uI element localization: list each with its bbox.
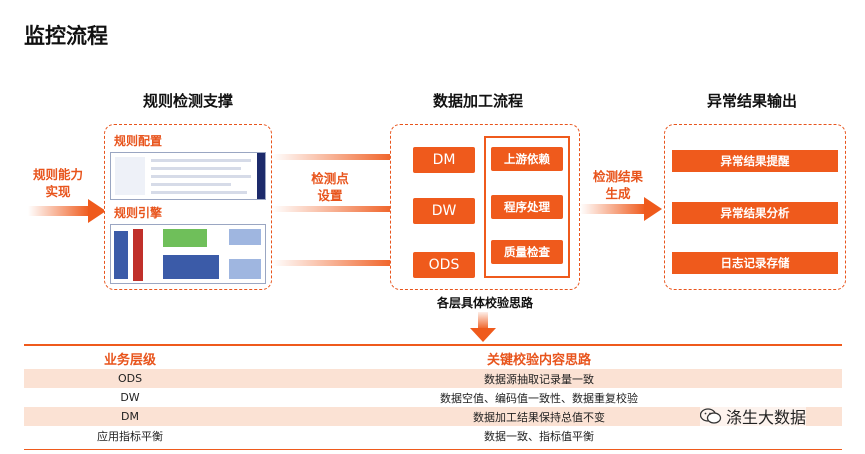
table-row: ODS 数据源抽取记录量一致	[24, 369, 842, 388]
layer-dw: DW	[413, 198, 475, 224]
header-key-check-content: 关键校验内容思路	[486, 352, 591, 368]
rule-engine-diagram	[110, 224, 266, 284]
anomaly-output-title: 异常结果输出	[706, 92, 797, 110]
rule-capability-label: 规则能力 实现	[32, 167, 83, 199]
output-log-storage: 日志记录存储	[672, 252, 838, 274]
arrow-to-output	[580, 197, 662, 221]
rule-config-label: 规则配置	[114, 134, 163, 148]
header-business-layer: 业务层级	[103, 352, 156, 368]
table-top-rule	[24, 344, 842, 346]
table-header-row: 业务层级 关键校验内容思路	[24, 347, 842, 369]
step-upstream-dependency: 上游依赖	[491, 147, 563, 171]
down-arrow	[470, 312, 496, 342]
table-row: DW 数据空值、编码值一致性、数据重复校验	[24, 388, 842, 407]
layer-ods: ODS	[413, 252, 475, 278]
layer-dm: DM	[413, 147, 475, 173]
wechat-icon	[700, 408, 722, 424]
output-analysis: 异常结果分析	[672, 202, 838, 224]
rule-config-screenshot	[110, 152, 266, 200]
table-row: DM 数据加工结果保持总值不变	[24, 407, 842, 426]
table-row: 应用指标平衡 数据一致、指标值平衡	[24, 426, 842, 445]
page-title: 监控流程	[24, 24, 108, 48]
data-flow-title: 数据加工流程	[432, 92, 523, 110]
layer-check-caption: 各层具体校验思路	[436, 296, 533, 310]
checkpoint-label: 检测点 设置	[311, 171, 349, 203]
table-bottom-rule	[24, 449, 842, 450]
watermark: 涤生大数据	[700, 404, 807, 428]
entry-arrow	[28, 199, 106, 223]
output-alert: 异常结果提醒	[672, 150, 838, 172]
step-quality-check: 质量检查	[491, 240, 563, 264]
check-rules-table: 业务层级 关键校验内容思路 ODS 数据源抽取记录量一致 DW 数据空值、编码值…	[24, 347, 842, 445]
step-program-processing: 程序处理	[491, 195, 563, 219]
rule-engine-label: 规则引擎	[114, 206, 163, 220]
rule-support-title: 规则检测支撑	[142, 92, 233, 110]
watermark-text: 涤生大数据	[726, 408, 807, 427]
detection-result-label: 检测结果 生成	[592, 169, 643, 201]
